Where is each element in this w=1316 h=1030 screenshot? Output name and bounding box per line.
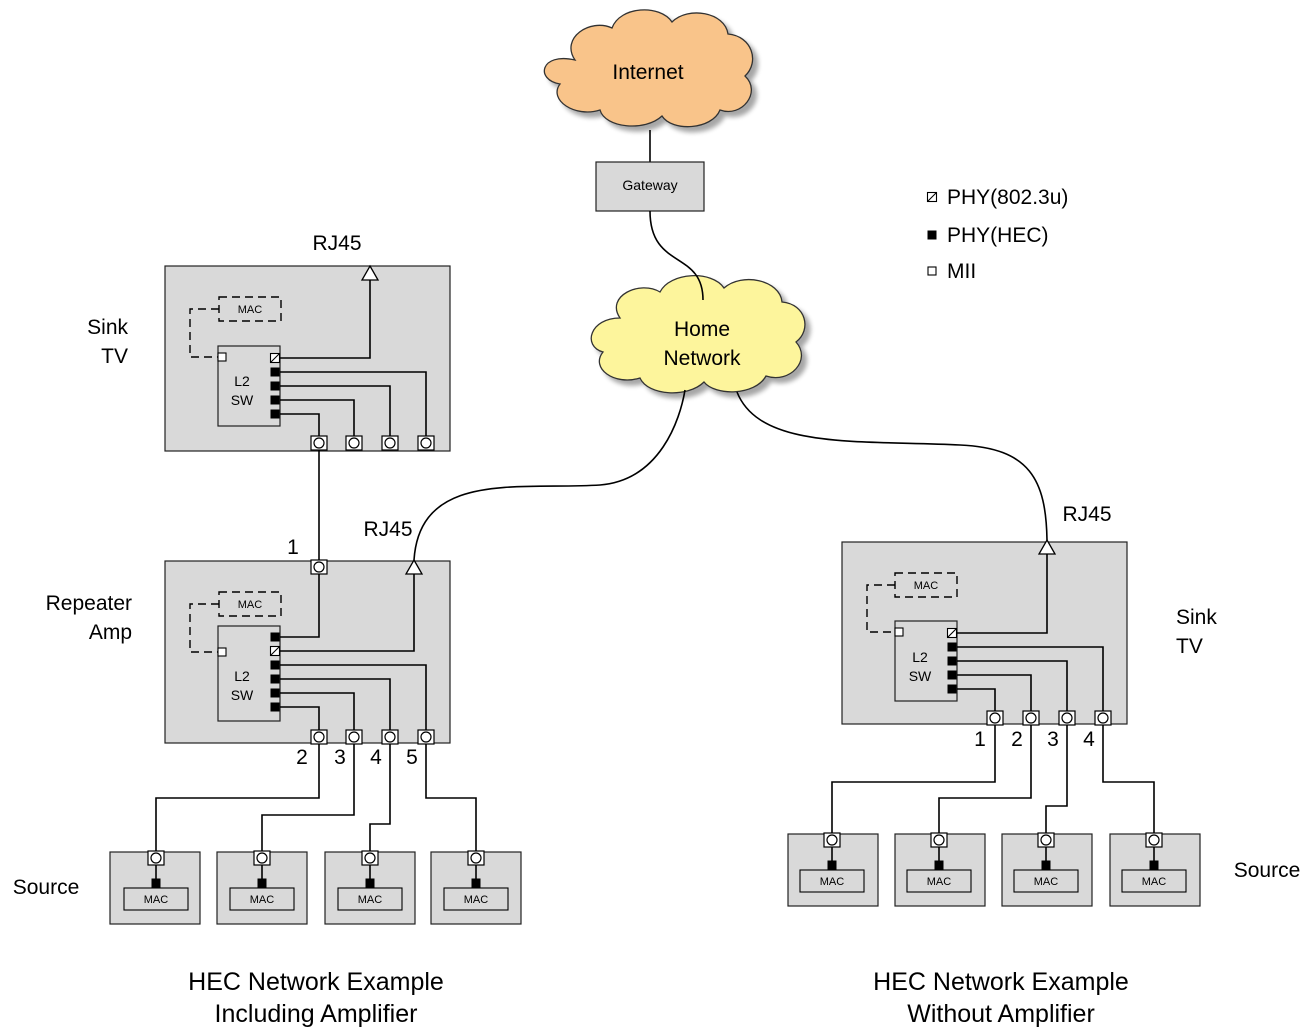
legend-phy-8023u: PHY(802.3u)	[947, 186, 1068, 209]
right-source-4: MAC	[1109, 832, 1201, 907]
right-rj45-label: RJ45	[1062, 503, 1111, 526]
left-port-2: 2	[296, 746, 308, 769]
left-sources: Source MAC MAC MAC	[13, 850, 522, 925]
gateway-label: Gateway	[622, 177, 677, 193]
left-repeater-rj45-label: RJ45	[363, 518, 412, 541]
right-source-3: MAC	[1001, 832, 1093, 907]
right-source-2: MAC	[894, 832, 986, 907]
right-sources: Source MAC MAC MAC	[787, 832, 1301, 907]
right-sink-label-1: Sink	[1176, 606, 1217, 629]
right-caption-2: Without Amplifier	[907, 1000, 1095, 1028]
left-source-label: Source	[13, 876, 80, 899]
left-caption-1: HEC Network Example	[188, 968, 444, 996]
right-port-2: 2	[1011, 728, 1023, 751]
left-repeater-label-2: Amp	[89, 621, 132, 644]
left-repeater-sw-label: SW	[231, 687, 254, 703]
right-sink-l2-label: L2	[912, 649, 928, 665]
left-source-1-mac: MAC	[144, 894, 169, 906]
right-port-3: 3	[1047, 728, 1059, 751]
legend: PHY(802.3u) PHY(HEC) MII	[926, 186, 1068, 283]
right-source-3-mac: MAC	[1034, 876, 1059, 888]
right-source-2-mac: MAC	[927, 876, 952, 888]
left-port-1: 1	[287, 536, 299, 559]
right-port-4: 4	[1083, 728, 1095, 751]
left-source-3: MAC	[324, 850, 416, 925]
gateway-box: Gateway	[595, 161, 705, 212]
left-sink-mac-label: MAC	[238, 304, 263, 316]
right-source-label: Source	[1234, 859, 1301, 882]
home-network-cloud: Home Network	[590, 275, 806, 394]
right-sink-sw-label: SW	[909, 668, 932, 684]
left-repeater-amp: 1 RJ45 Repeater Amp MAC L2 SW 2 3 4 5	[46, 518, 451, 769]
left-sink-label-1: Sink	[87, 316, 128, 339]
left-port-5: 5	[406, 746, 418, 769]
right-source-1-mac: MAC	[820, 876, 845, 888]
home-network-label-2: Network	[663, 347, 741, 370]
phy-hec-legend-icon	[927, 230, 937, 240]
left-source-4: MAC	[430, 850, 522, 925]
right-sink-label-2: TV	[1176, 635, 1203, 658]
left-port-3: 3	[334, 746, 346, 769]
home-network-label-1: Home	[674, 318, 730, 341]
left-sink-rj45-label: RJ45	[312, 232, 361, 255]
left-sink-label-2: TV	[101, 345, 128, 368]
internet-label: Internet	[612, 61, 683, 84]
right-sink-tv: RJ45 Sink TV MAC L2 SW 1 2 3 4	[841, 503, 1217, 751]
phy-8023u-legend-icon	[926, 191, 938, 203]
left-repeater-mac-label: MAC	[238, 599, 263, 611]
left-source-2: MAC	[216, 850, 308, 925]
internet-cloud: Internet	[543, 9, 754, 128]
left-source-1: MAC	[109, 850, 201, 925]
left-source-2-mac: MAC	[250, 894, 275, 906]
left-source-4-mac: MAC	[464, 894, 489, 906]
right-port-1: 1	[974, 728, 986, 751]
left-repeater-label-1: Repeater	[46, 592, 132, 615]
mii-legend-icon	[927, 266, 937, 276]
right-caption-1: HEC Network Example	[873, 968, 1129, 996]
right-source-1: MAC	[787, 832, 879, 907]
left-repeater-l2-label: L2	[234, 668, 250, 684]
legend-phy-hec: PHY(HEC)	[947, 224, 1049, 247]
left-port-4: 4	[370, 746, 382, 769]
left-sink-sw-label: SW	[231, 392, 254, 408]
left-source-3-mac: MAC	[358, 894, 383, 906]
right-sink-mac-label: MAC	[914, 580, 939, 592]
left-sink-tv: RJ45 Sink TV MAC L2 SW	[87, 232, 451, 452]
right-source-4-mac: MAC	[1142, 876, 1167, 888]
left-sink-l2-label: L2	[234, 373, 250, 389]
legend-mii: MII	[947, 260, 976, 283]
left-caption-2: Including Amplifier	[215, 1000, 418, 1028]
